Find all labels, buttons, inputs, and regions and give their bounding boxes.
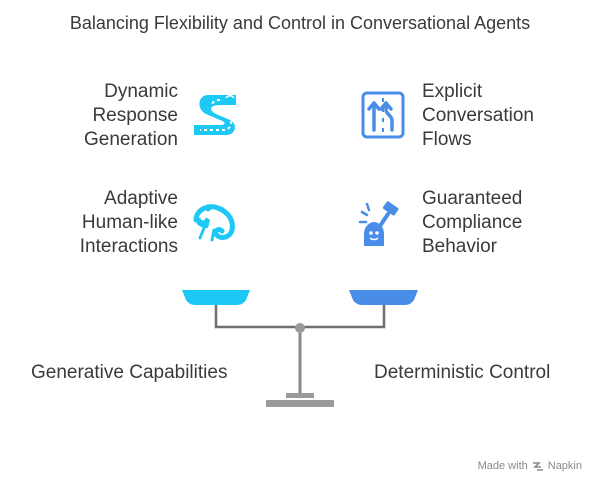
label-line: Interactions [79,236,178,257]
winding-road-icon [190,90,240,140]
scale-base [266,400,334,407]
napkin-logo-icon [532,462,543,471]
caption-generative-capabilities: Generative Capabilities [31,362,228,383]
scale-base-top [286,393,314,398]
caption-deterministic-control: Deterministic Control [374,362,551,383]
made-with-napkin[interactable]: Made with Napkin [478,460,582,472]
left-item-adaptive-interactions: Adaptive Human-like Interactions [80,187,178,259]
footer-brand: Napkin [547,460,582,472]
judge-gavel-icon [358,198,408,248]
label-line: Response [92,105,178,126]
left-pan [182,290,250,305]
label-line: Flows [422,129,472,150]
label-line: Generation [83,129,178,150]
diagram-title: Balancing Flexibility and Control in Con… [69,13,531,33]
left-item-dynamic-response: Dynamic Response Generation [84,80,178,152]
right-item-guaranteed-compliance: Guaranteed Compliance Behavior [422,187,522,259]
chameleon-icon [190,198,240,248]
right-pan [349,290,418,305]
label-line: Guaranteed [422,188,523,209]
label-line: Behavior [422,236,497,257]
beam-pivot [295,323,305,333]
label-line: Human-like [81,212,178,233]
label-line: Adaptive [104,188,178,209]
label-line: Conversation [422,105,534,126]
label-line: Dynamic [104,81,178,102]
traffic-lanes-icon [358,90,408,140]
right-item-explicit-flows: Explicit Conversation Flows [422,80,534,152]
label-line: Compliance [422,212,523,233]
scale-beam [214,305,386,329]
footer-text: Made with [477,460,528,472]
label-line: Explicit [422,81,483,102]
